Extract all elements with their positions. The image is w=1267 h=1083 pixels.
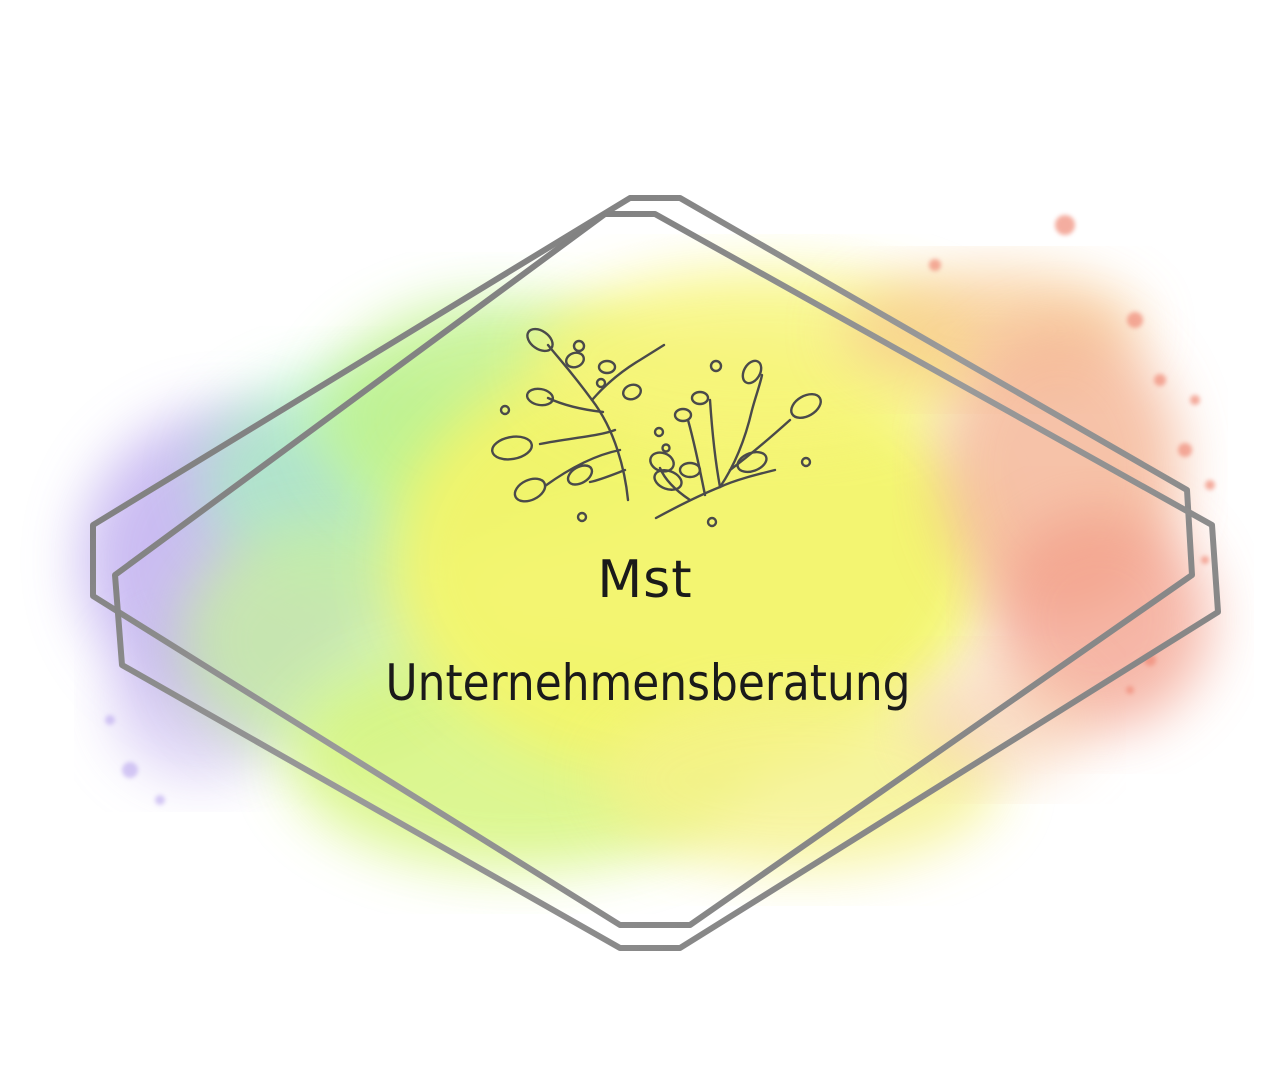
watercolor-splash <box>80 215 1215 870</box>
logo-title-line1: Mst <box>597 550 692 610</box>
double-hexagon-frame <box>90 195 1221 951</box>
floral-branches-icon <box>491 327 822 528</box>
logo-title-line2: Unternehmensberatung <box>386 654 911 712</box>
